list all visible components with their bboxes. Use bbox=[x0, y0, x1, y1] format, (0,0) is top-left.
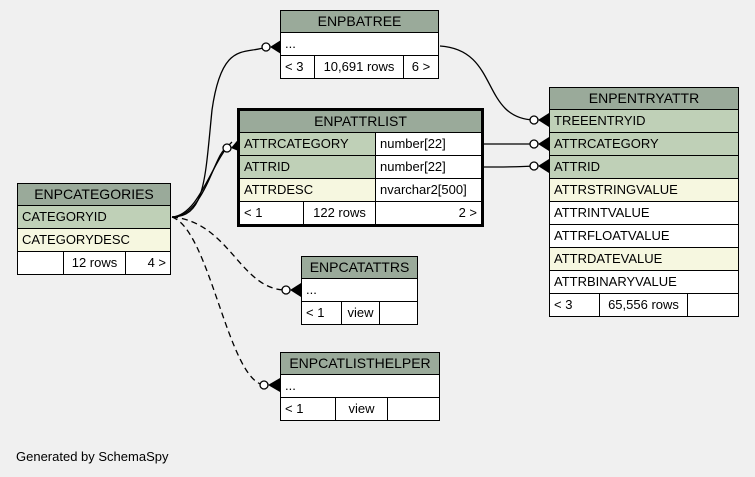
children-count: 6 > bbox=[411, 59, 431, 74]
children-count bbox=[688, 294, 738, 316]
table-title: ENPCATATTRS bbox=[302, 257, 417, 279]
children-count bbox=[380, 302, 417, 324]
table-title: ENPCATEGORIES bbox=[18, 184, 170, 206]
generator-credit: Generated by SchemaSpy bbox=[16, 449, 169, 464]
parents-count: < 3 bbox=[281, 56, 315, 78]
parents-count: < 1 bbox=[302, 302, 342, 324]
column-name: ATTRCATEGORY bbox=[240, 133, 376, 155]
row-count: 12 rows bbox=[64, 252, 126, 274]
parents-count: < 1 bbox=[240, 202, 304, 224]
column-type: number[22] bbox=[376, 156, 481, 178]
column-name: ATTRID bbox=[554, 159, 600, 174]
edge-categories-attrlist bbox=[171, 147, 228, 218]
column-name: CATEGORYID bbox=[22, 209, 107, 224]
row-count: 65,556 rows bbox=[600, 294, 688, 316]
table-row: ... bbox=[306, 282, 317, 297]
children-count bbox=[388, 398, 439, 420]
row-count: 10,691 rows bbox=[315, 56, 404, 78]
column-name: ATTRBINARYVALUE bbox=[554, 274, 677, 289]
row-count: 122 rows bbox=[304, 202, 376, 224]
column-name: ATTRCATEGORY bbox=[554, 136, 659, 151]
edge-categories-catlisthelper bbox=[171, 216, 265, 386]
table-enpentryattr[interactable]: ENPENTRYATTR TREEENTRYID ATTRCATEGORY AT… bbox=[549, 87, 739, 317]
table-enpbatree[interactable]: ENPBATREE ... < 3 10,691 rows 6 > bbox=[280, 10, 439, 79]
column-name: ATTRINTVALUE bbox=[554, 205, 650, 220]
table-row: ... bbox=[285, 36, 296, 51]
column-name: ATTRDESC bbox=[240, 179, 376, 201]
edge-attrlist-entryattr-id bbox=[483, 165, 535, 168]
column-name: ATTRID bbox=[240, 156, 376, 178]
parents-count: < 3 bbox=[550, 294, 600, 316]
edge-batree-entryattr bbox=[439, 45, 535, 121]
parents-count: < 1 bbox=[281, 398, 336, 420]
column-name: ATTRSTRINGVALUE bbox=[554, 182, 678, 197]
table-enpcatlisthelper[interactable]: ENPCATLISTHELPER ... < 1 view bbox=[280, 352, 440, 421]
column-name: TREEENTRYID bbox=[554, 113, 646, 128]
edge-end-circle bbox=[261, 42, 271, 52]
edge-arrowhead bbox=[270, 40, 281, 54]
table-title: ENPCATLISTHELPER bbox=[281, 353, 439, 375]
table-enpcategories[interactable]: ENPCATEGORIES CATEGORYID CATEGORYDESC 12… bbox=[17, 183, 171, 275]
children-count: 4 > bbox=[147, 255, 166, 270]
table-row: ... bbox=[285, 378, 296, 393]
view-label: view bbox=[336, 398, 388, 420]
column-name: ATTRFLOATVALUE bbox=[554, 228, 670, 243]
edge-categories-catattrs bbox=[171, 216, 287, 291]
column-name: CATEGORYDESC bbox=[22, 232, 130, 247]
table-enpattrlist[interactable]: ENPATTRLIST ATTRCATEGORY number[22] ATTR… bbox=[237, 108, 484, 227]
children-count: 2 > bbox=[458, 205, 477, 220]
column-type: number[22] bbox=[376, 133, 481, 155]
parents-count bbox=[18, 252, 64, 274]
view-label: view bbox=[342, 302, 380, 324]
column-type: nvarchar2[500] bbox=[376, 179, 481, 201]
table-enpcatattrs[interactable]: ENPCATATTRS ... < 1 view bbox=[301, 256, 418, 325]
edge-categories-batree bbox=[171, 46, 267, 218]
table-title: ENPBATREE bbox=[281, 11, 438, 33]
table-title: ENPATTRLIST bbox=[240, 111, 481, 133]
table-title: ENPENTRYATTR bbox=[550, 88, 738, 110]
column-name: ATTRDATEVALUE bbox=[554, 251, 663, 266]
